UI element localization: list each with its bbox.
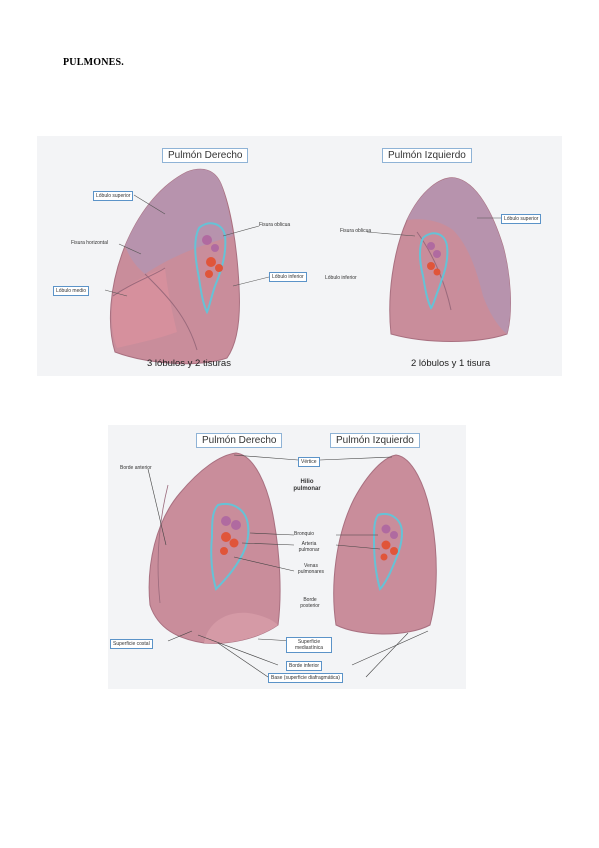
- lung-surfaces-illustration: [147, 452, 437, 678]
- label-pulmonary-hilum: Hilio pulmonar: [293, 479, 321, 492]
- label-costal-surface: Superficie costal: [110, 639, 153, 649]
- right-lung-header-2: Pulmón Derecho: [196, 433, 283, 448]
- left-lung-illustration: [389, 177, 511, 342]
- lung-lobes-figure: Pulmón Derecho Pulmón Izquierdo Lóbulo s…: [37, 136, 562, 376]
- left-lung-header: Pulmón Izquierdo: [382, 148, 472, 163]
- caption-right-lung: 3 lóbulos y 2 tisuras: [147, 358, 231, 369]
- label-right-oblique-fissure: Fisura oblicua: [259, 222, 291, 228]
- right-lung-medial-illustration: [148, 452, 281, 644]
- label-anterior-border: Borde anterior: [120, 465, 152, 471]
- right-lung-header: Pulmón Derecho: [162, 148, 249, 163]
- label-left-oblique-fissure: Fisura oblicua: [340, 228, 372, 234]
- label-pulmonary-artery: Arteria pulmonar: [298, 541, 320, 553]
- page-title: PULMONES.: [63, 57, 124, 68]
- label-left-superior-lobe: Lóbulo superior: [501, 214, 542, 224]
- label-horizontal-fissure: Fisura horizontal: [71, 240, 108, 246]
- label-pulmonary-veins: Venas pulmonares: [297, 563, 325, 575]
- label-left-inferior-lobe: Lóbulo inferior: [325, 275, 357, 281]
- right-lung-illustration: [109, 168, 240, 365]
- label-right-inferior-lobe: Lóbulo inferior: [269, 272, 307, 282]
- label-posterior-border: Borde posterior: [300, 597, 320, 609]
- label-apex: Vértice: [298, 457, 320, 467]
- left-lung-medial-illustration: [333, 454, 437, 635]
- caption-left-lung: 2 lóbulos y 1 tisura: [411, 358, 491, 369]
- label-base: Base (superficie diafragmática): [268, 673, 343, 683]
- label-inferior-border: Borde inferior: [286, 661, 323, 671]
- label-mediastinal-surface: Superficie mediastínica: [286, 637, 332, 653]
- lung-surfaces-figure: Pulmón Derecho Pulmón Izquierdo Borde an…: [108, 425, 466, 689]
- left-lung-header-2: Pulmón Izquierdo: [330, 433, 420, 448]
- label-middle-lobe: Lóbulo medio: [53, 286, 90, 296]
- label-right-superior-lobe: Lóbulo superior: [93, 191, 134, 201]
- lung-lobes-illustration: [104, 168, 515, 365]
- label-bronchus: Bronquio: [294, 531, 315, 537]
